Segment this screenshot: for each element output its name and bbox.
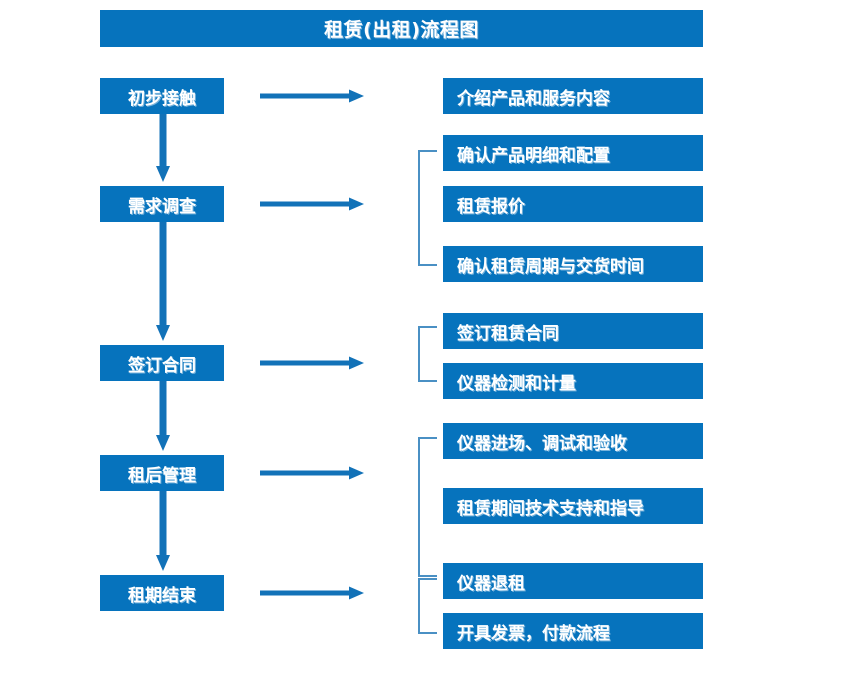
detail-box-confirm-spec[interactable]: 确认产品明细和配置 [443,135,703,171]
detail-label: 仪器进场、调试和验收 [457,433,627,454]
group-bracket-lease-end [417,578,437,634]
group-bracket-demand-survey [417,150,437,266]
flow-arrow-right-demand-survey [260,196,364,212]
stage-box-initial-contact[interactable]: 初步接触 [100,78,224,114]
detail-label: 签订租赁合同 [457,323,559,344]
flow-arrow-down-post-to-end [155,491,171,571]
stage-label: 租后管理 [128,465,196,486]
chart-title-bar: 租赁(出租)流程图 [100,10,703,47]
detail-box-instrument-test[interactable]: 仪器检测和计量 [443,363,703,399]
detail-box-instrument-return[interactable]: 仪器退租 [443,563,703,599]
flow-arrow-down-contract-to-post [155,381,171,451]
detail-box-introduce-products[interactable]: 介绍产品和服务内容 [443,78,703,114]
stage-label: 初步接触 [128,88,196,109]
detail-label: 租赁报价 [457,196,525,217]
detail-box-instrument-arrive[interactable]: 仪器进场、调试和验收 [443,423,703,459]
detail-box-rental-quote[interactable]: 租赁报价 [443,186,703,222]
group-bracket-post-rental [417,437,437,577]
stage-box-sign-contract[interactable]: 签订合同 [100,345,224,381]
detail-label: 确认租赁周期与交货时间 [457,256,644,277]
detail-box-tech-support[interactable]: 租赁期间技术支持和指导 [443,488,703,524]
detail-box-invoice-payment[interactable]: 开具发票，付款流程 [443,613,703,649]
detail-label: 仪器退租 [457,573,525,594]
flow-arrow-right-sign-contract [260,355,364,371]
group-bracket-sign-contract [417,326,437,382]
chart-title: 租赁(出租)流程图 [324,19,479,41]
detail-label: 租赁期间技术支持和指导 [457,498,644,519]
stage-box-demand-survey[interactable]: 需求调查 [100,186,224,222]
flow-arrow-right-lease-end [260,585,364,601]
stage-label: 租期结束 [128,585,196,606]
flow-arrow-down-contact-to-survey [155,114,171,182]
detail-label: 开具发票，付款流程 [457,623,610,644]
flow-arrow-down-survey-to-contract [155,222,171,341]
detail-label: 确认产品明细和配置 [457,145,610,166]
flow-arrow-right-initial-contact [260,88,364,104]
detail-box-confirm-period[interactable]: 确认租赁周期与交货时间 [443,246,703,282]
detail-box-sign-lease[interactable]: 签订租赁合同 [443,313,703,349]
stage-label: 签订合同 [128,355,196,376]
detail-label: 介绍产品和服务内容 [457,88,610,109]
stage-box-post-rental[interactable]: 租后管理 [100,455,224,491]
stage-label: 需求调查 [128,196,196,217]
stage-box-lease-end[interactable]: 租期结束 [100,575,224,611]
flow-arrow-right-post-rental [260,465,364,481]
detail-label: 仪器检测和计量 [457,373,576,394]
